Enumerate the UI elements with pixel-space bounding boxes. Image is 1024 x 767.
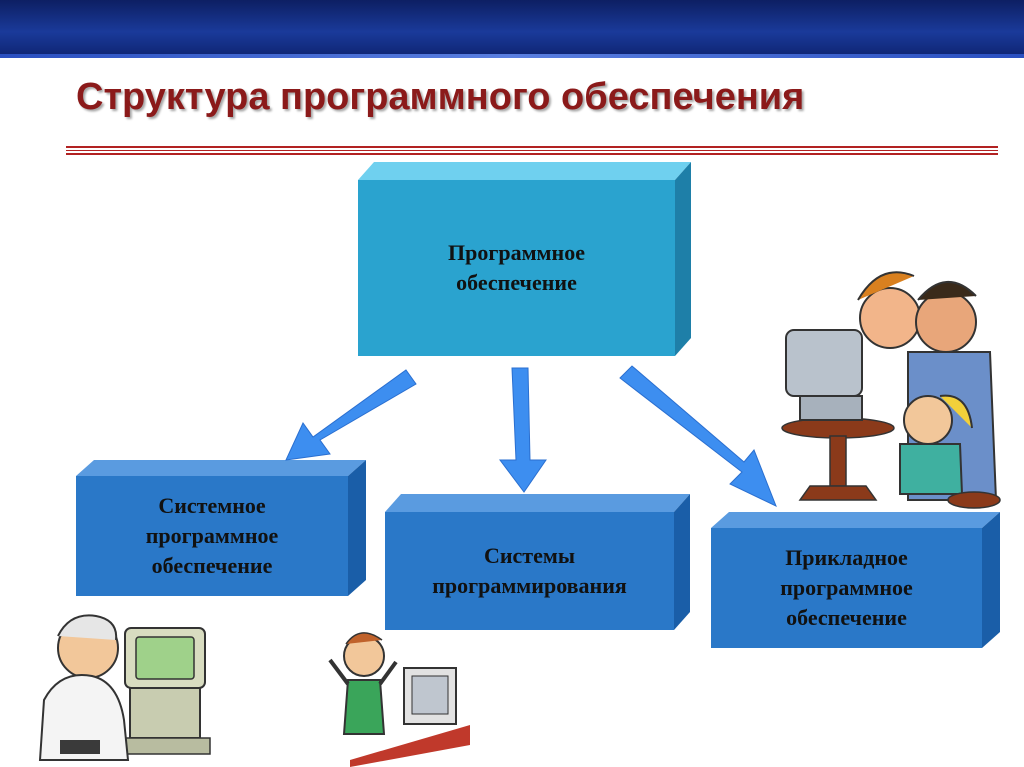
programming-systems-label: Системы программирования (385, 512, 674, 630)
application-software-label: Прикладное программное обеспечение (711, 528, 982, 648)
group-at-computer-illustration (781, 271, 1001, 509)
system-software-label: Системное программное обеспечение (76, 476, 348, 596)
system-software-line-2: программное (145, 523, 279, 549)
root-label-line-2: обеспечение (456, 270, 577, 295)
root-box-label: Программное обеспечение (358, 180, 675, 356)
arrow-to-application-software (619, 365, 777, 507)
application-software-line-3: обеспечение (786, 604, 907, 630)
slide-title: Структура программного обеспечения (76, 76, 805, 118)
root-label-line-1: Программное (448, 240, 585, 266)
arrow-to-programming-systems (499, 367, 547, 493)
application-software-line-1: Прикладное (785, 545, 908, 571)
programming-systems-box (385, 494, 690, 630)
system-software-line-1: Системное (158, 493, 266, 519)
system-software-line-3: обеспечение (151, 552, 273, 578)
root-box (358, 162, 691, 356)
slide-header-band (0, 0, 1024, 58)
programming-systems-line-1: Системы (483, 543, 576, 569)
arrow-to-system-software (285, 369, 417, 461)
system-software-box (76, 460, 366, 596)
application-software-box (711, 512, 1000, 648)
doctor-computer-illustration (38, 614, 211, 761)
application-software-line-2: программное (780, 575, 913, 601)
programming-systems-line-2: программирования (432, 573, 627, 598)
excited-user-illustration (328, 632, 470, 767)
title-underline (66, 146, 998, 155)
